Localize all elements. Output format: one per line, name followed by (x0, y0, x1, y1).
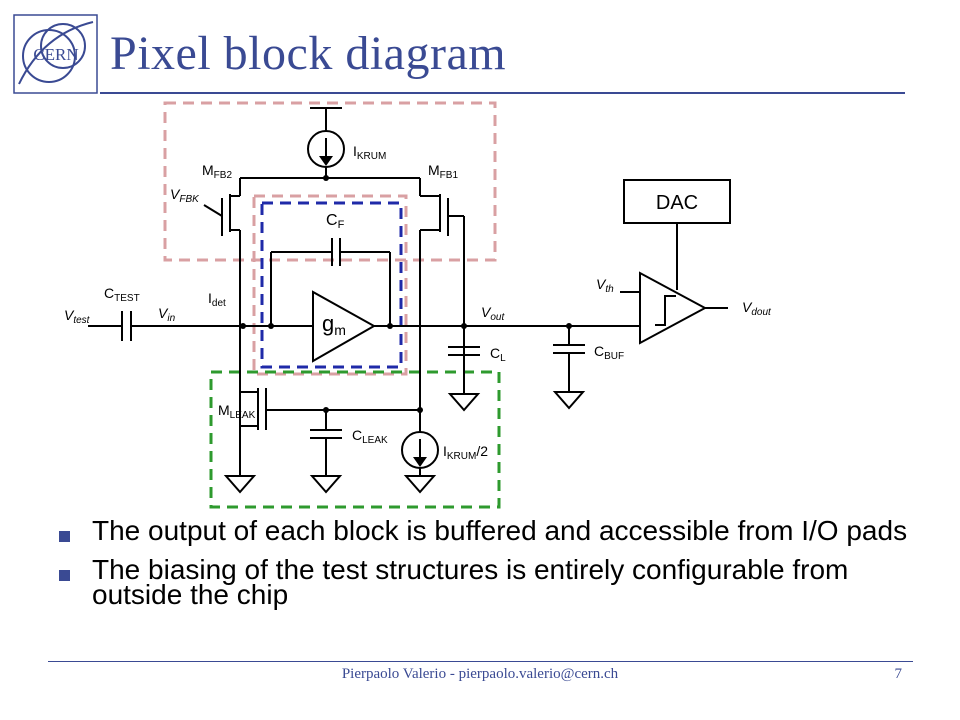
dac-label: DAC (656, 192, 698, 214)
cern-logo: CERN (13, 14, 98, 94)
vtest-label: Vtest (64, 307, 91, 326)
cf-label: CF (326, 212, 345, 231)
mfb2-label: MFB2 (202, 162, 232, 181)
gm-label: gm (322, 311, 346, 338)
bullet-item: The output of each block is buffered and… (56, 515, 916, 546)
bullet-square-icon (59, 570, 70, 581)
idet-label: Idet (208, 290, 226, 309)
page-number: 7 (894, 666, 903, 682)
bullet-text: The biasing of the test structures is en… (92, 554, 849, 610)
leakage-green-box (209, 370, 501, 509)
vin-label: Vin (158, 305, 176, 324)
cbuf-label: CBUF (594, 343, 624, 362)
ikrum-half-label: IKRUM/2 (443, 443, 488, 462)
bullet-text: The output of each block is buffered and… (92, 515, 908, 546)
feedback-pink-box (163, 101, 497, 262)
page-title: Pixel block diagram (110, 27, 507, 80)
bullet-square-icon (59, 531, 70, 542)
mleak-label: MLEAK (218, 402, 256, 421)
cern-logo-text: CERN (33, 45, 78, 64)
comparator (639, 271, 708, 345)
cleak-label: CLEAK (352, 427, 388, 446)
footer-rule (48, 661, 913, 662)
dac-block (623, 179, 731, 224)
title-rule (100, 92, 905, 94)
preamp-pink-box (252, 194, 408, 376)
vth-label: Vth (596, 276, 614, 295)
cl-label: CL (490, 345, 506, 364)
ctest-label: CTEST (104, 285, 140, 304)
ikrum-label: IKRUM (353, 143, 386, 162)
bullet-list: The output of each block is buffered and… (56, 515, 916, 621)
preamp-blue-box (260, 201, 403, 369)
vfbk-label: VFBK (170, 186, 200, 205)
vdout-label: Vdout (742, 299, 772, 318)
mfb1-label: MFB1 (428, 162, 458, 181)
vout-label: Vout (481, 304, 505, 323)
footer-author: Pierpaolo Valerio - pierpaolo.valerio@ce… (341, 666, 619, 682)
bullet-item: The biasing of the test structures is en… (56, 554, 916, 610)
